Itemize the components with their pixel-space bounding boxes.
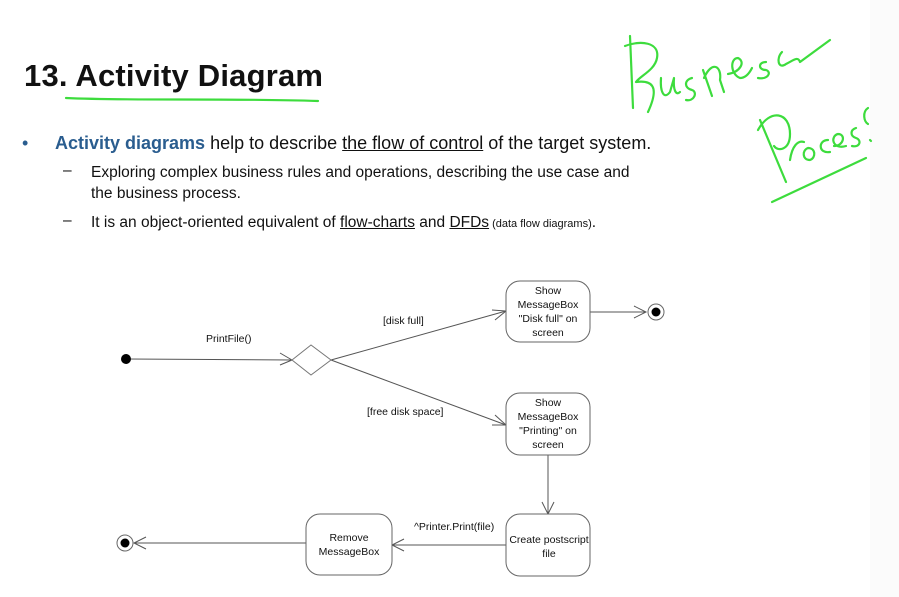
activity-text-line: MessageBox	[518, 299, 579, 311]
activity-text-line: Show	[535, 285, 562, 297]
sub-bullet-line: Exploring complex business rules and ope…	[91, 164, 630, 181]
sub-bullet-text-part: .	[591, 214, 597, 231]
sub-bullet-marker: –	[63, 212, 72, 229]
slide-edge	[870, 0, 899, 597]
handwritten-process-ink	[756, 106, 873, 204]
bullet-marker: •	[22, 133, 29, 153]
edge-start-to-decision	[125, 358, 293, 361]
arrowhead	[492, 414, 508, 426]
handwritten-business-ink	[623, 34, 832, 114]
activity-text-line: file	[542, 548, 556, 560]
sub-bullet-marker: –	[63, 162, 72, 179]
bullet-text: Activity diagrams help to describe the f…	[55, 133, 651, 154]
flow-charts-link[interactable]: flow-charts	[340, 214, 415, 231]
highlight-term: Activity diagrams	[55, 133, 206, 153]
bullet-text-part: of the target system.	[483, 133, 652, 153]
sub-bullet-text: It is an object-oriented equivalent of f…	[91, 212, 596, 235]
dfd-note: (data flow diagrams)	[489, 218, 592, 230]
sub-bullet-text-part: It is an object-oriented equivalent of	[91, 214, 341, 231]
edge-decision-to-disk-full	[330, 310, 507, 361]
edge-decision-to-printing	[330, 359, 507, 426]
sub-bullet-line: the business process.	[91, 185, 241, 202]
decision-node	[291, 344, 332, 376]
edge-label-disk-full: [disk full]	[383, 315, 424, 327]
activity-text-line: Create postscript	[509, 534, 588, 546]
final-node-2	[116, 534, 134, 552]
activity-remove-messagebox	[305, 513, 393, 576]
sub-bullet-text: Exploring complex business rules and ope…	[91, 162, 630, 204]
dfds-link[interactable]: DFDs	[449, 214, 490, 231]
activity-show-printing	[505, 392, 591, 456]
arrowhead	[132, 536, 147, 550]
activity-text-line: Remove	[329, 532, 368, 544]
activity-text-line: "Printing" on	[519, 425, 577, 437]
edge-label-printfile: PrintFile()	[206, 333, 252, 345]
activity-text-line: "Disk full" on	[519, 313, 578, 325]
sub-bullet-text-part: and	[414, 214, 450, 231]
arrowhead	[633, 305, 648, 319]
final-node-1	[647, 303, 665, 321]
arrowhead	[279, 352, 294, 366]
activity-text-line: MessageBox	[518, 411, 579, 423]
activity-text-line: screen	[532, 327, 564, 339]
edge-label-free-disk-space: [free disk space]	[367, 406, 444, 418]
initial-node	[121, 354, 131, 364]
activity-text-line: MessageBox	[319, 546, 380, 558]
activity-show-disk-full	[505, 280, 591, 343]
title-underline-ink	[64, 96, 320, 103]
activity-text-line: screen	[532, 439, 564, 451]
slide-title: 13. Activity Diagram	[24, 58, 324, 93]
edge-label-printer-print: ^Printer.Print(file)	[414, 521, 494, 533]
activity-create-postscript	[505, 513, 591, 577]
bullet-text-part: help to describe	[205, 133, 343, 153]
flow-of-control-link[interactable]: the flow of control	[342, 133, 484, 153]
activity-text-line: Show	[535, 397, 562, 409]
